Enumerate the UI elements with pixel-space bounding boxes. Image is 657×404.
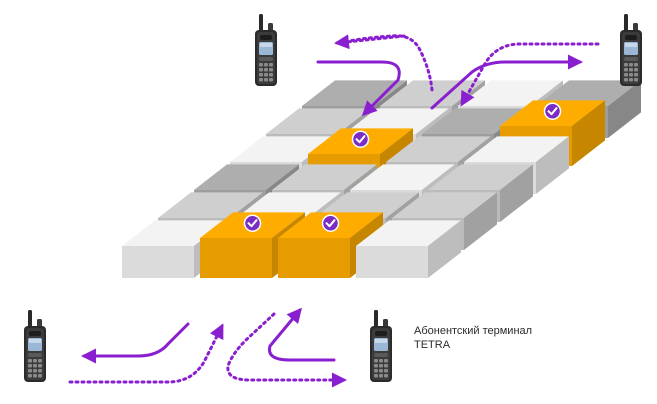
arrow-top-left-solid <box>316 60 401 117</box>
timeslot-block <box>356 220 461 278</box>
check-circle-icon <box>321 214 340 232</box>
terminals <box>24 14 642 382</box>
arrow-bottom-left-solid <box>81 322 190 364</box>
check-marks <box>243 102 562 232</box>
check-circle-icon <box>543 102 562 120</box>
arrow-top-left-in <box>338 34 434 92</box>
arrow-top-right-dotted <box>460 42 600 107</box>
check-circle-icon <box>351 130 370 148</box>
radio-handset-icon <box>255 14 277 86</box>
terminal-caption: Абонентский терминал TETRA <box>414 324 614 352</box>
arrow-bottom-mid-dotted <box>226 312 347 388</box>
radio-handset-icon <box>24 310 46 382</box>
radio-handset-icon <box>620 14 642 86</box>
arrow-top-left-head <box>334 34 406 50</box>
arrow-bottom-left-dotted <box>68 323 224 384</box>
timeslot-grid <box>122 80 641 278</box>
radio-handset-icon <box>370 310 392 382</box>
check-circle-icon <box>243 214 262 232</box>
caption-line-1: Абонентский терминал <box>414 325 533 337</box>
caption-line-2: TETRA <box>414 339 451 351</box>
arrow-top-right-solid <box>430 54 583 110</box>
signal-arrows <box>68 34 600 388</box>
arrow-bottom-mid-solid <box>267 307 336 362</box>
